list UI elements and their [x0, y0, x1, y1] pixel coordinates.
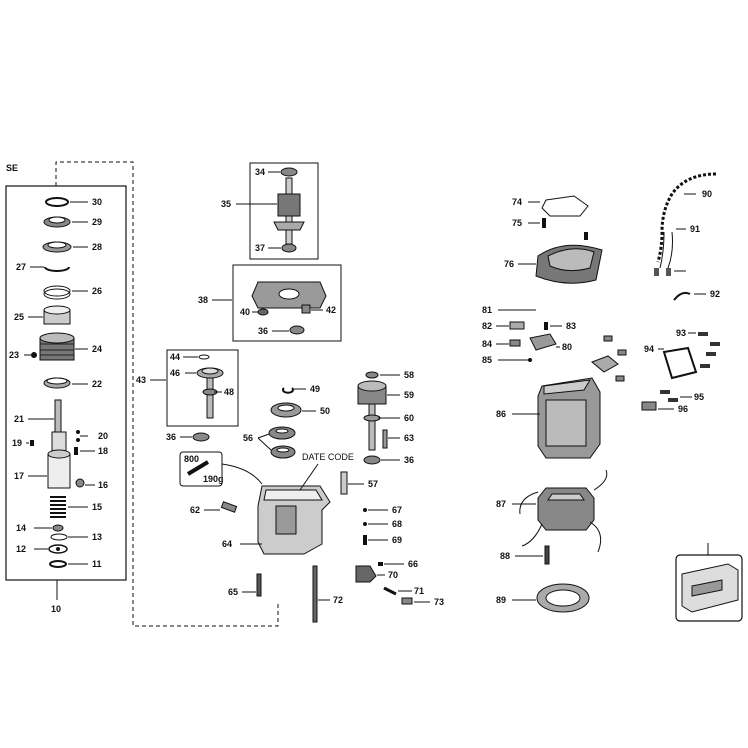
part-label-87: 88 — [500, 551, 510, 561]
part-label-88: 89 — [496, 595, 506, 605]
motor-housing-85: 86 — [496, 377, 601, 459]
part-label-18: 18 — [98, 446, 108, 456]
part-label-35: 35 — [221, 199, 231, 209]
part-label-25: 25 — [14, 312, 24, 322]
part-label-15: 15 — [92, 502, 102, 512]
part-label-91: 92 — [710, 289, 720, 299]
part-label-82: 83 — [566, 321, 576, 331]
part-label-12: 12 — [16, 544, 26, 554]
se-assembly-group: SE 10 30 29 28 27 26 25 24 — [5, 163, 127, 614]
part-label-16: 16 — [98, 480, 108, 490]
part-label-95: 96 — [678, 404, 688, 414]
power-cord-89 — [656, 172, 717, 263]
part-label-93: 94 — [644, 344, 654, 354]
part-label-75: 76 — [504, 259, 514, 269]
part-label-10: 10 — [51, 604, 61, 614]
part-label-90: 91 — [690, 224, 700, 234]
part-label-89: 90 — [702, 189, 712, 199]
part-label-36b: 36 — [166, 432, 176, 442]
part-label-65: 65 — [228, 587, 238, 597]
part-label-62: 62 — [190, 505, 200, 515]
gear-housing-63: 64 — [222, 485, 331, 555]
part-label-42: 43 — [136, 375, 146, 385]
part-label-22: 22 — [92, 379, 102, 389]
part-label-92: 93 — [676, 328, 686, 338]
part-label-73: 74 — [512, 197, 522, 207]
part-label-13: 13 — [92, 532, 102, 542]
part-label-44: 46 — [170, 368, 180, 378]
part-label-76: 80 — [562, 342, 572, 352]
end-cap-75: 76 — [504, 244, 603, 284]
part-label-67: 68 — [392, 519, 402, 529]
part-label-21: 21 — [14, 414, 24, 424]
part-label-20: 20 — [98, 431, 108, 441]
part-label-46: 48 — [224, 387, 234, 397]
carry-case-inset-861 — [675, 543, 743, 622]
grease-tube-inset: 800 190g — [179, 451, 263, 487]
bearing-plate-group: 38 40 42 36 — [198, 264, 342, 342]
part-label-17: 17 — [14, 471, 24, 481]
part-label-81: 82 — [482, 321, 492, 331]
part-label-11: 11 — [92, 559, 102, 569]
brush-ring-88: 89 — [496, 583, 590, 613]
part-label-85: 86 — [496, 409, 506, 419]
part-label-66: 67 — [392, 505, 402, 515]
part-label-72: 72 — [333, 595, 343, 605]
part-label-70: 71 — [414, 586, 424, 596]
field-coil-86: 87 — [496, 469, 608, 553]
part-label-56: 57 — [368, 479, 378, 489]
part-label-58: 59 — [404, 390, 414, 400]
part-label-43: 44 — [170, 352, 180, 362]
part-label-71: 73 — [434, 597, 444, 607]
dashed-assembly-outline — [55, 161, 279, 627]
armature-group: 34 35 37 — [221, 162, 319, 260]
part-label-39: 40 — [240, 307, 250, 317]
part-label-49: 50 — [320, 406, 330, 416]
part-label-59: 60 — [404, 413, 414, 423]
part-label-63: 64 — [222, 539, 232, 549]
se-assembly-frame — [5, 185, 127, 581]
part-label-36c: 36 — [404, 455, 414, 465]
gear-shaft-group: 43 44 46 48 — [136, 349, 239, 427]
part-label-69: 70 — [388, 570, 398, 580]
part-label-74: 75 — [512, 218, 522, 228]
part-label-19: 19 — [12, 438, 22, 448]
part-label-84: 85 — [482, 355, 492, 365]
part-label-30: 30 — [92, 197, 102, 207]
part-label-60: 63 — [404, 433, 414, 443]
part-label-36: 36 — [258, 326, 268, 336]
grease-weight-190g: 190g — [203, 474, 224, 484]
part-label-34: 34 — [255, 167, 265, 177]
part-label-57: 58 — [404, 370, 414, 380]
date-code-label: DATE CODE — [302, 452, 354, 462]
part-label-80: 81 — [482, 305, 492, 315]
part-label-64: 66 — [408, 559, 418, 569]
part-label-37: 37 — [255, 243, 265, 253]
part-label-26: 26 — [92, 286, 102, 296]
part-label-28: 28 — [92, 242, 102, 252]
se-label: SE — [6, 163, 18, 173]
part-label-40: 42 — [326, 305, 336, 315]
part-label-29: 29 — [92, 217, 102, 227]
grease-weight-800: 800 — [184, 454, 199, 464]
part-label-48: 49 — [310, 384, 320, 394]
part-label-68: 69 — [392, 535, 402, 545]
part-label-83: 84 — [482, 339, 492, 349]
part-label-23: 23 — [9, 350, 19, 360]
part-label-86: 87 — [496, 499, 506, 509]
part-label-24: 24 — [92, 344, 102, 354]
part-label-38: 38 — [198, 295, 208, 305]
part-label-50: 56 — [243, 433, 253, 443]
part-label-14: 14 — [16, 523, 26, 533]
part-label-94: 95 — [694, 392, 704, 402]
part-label-27: 27 — [16, 262, 26, 272]
